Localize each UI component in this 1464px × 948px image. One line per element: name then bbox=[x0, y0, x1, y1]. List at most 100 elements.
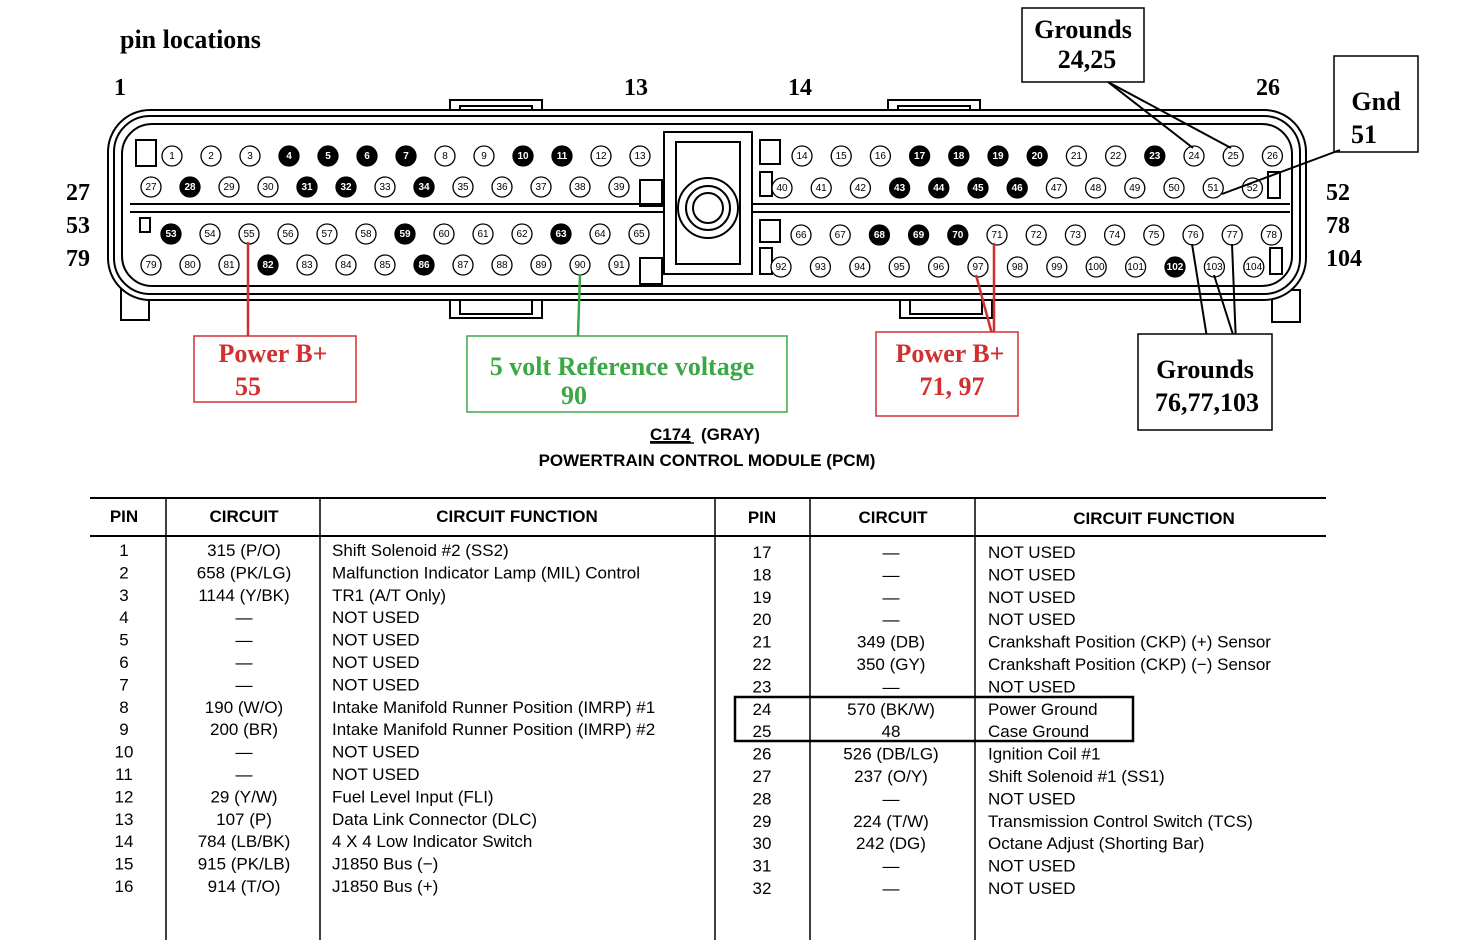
table-cell-circuit: — bbox=[236, 653, 253, 672]
pin-77: 77 bbox=[1221, 224, 1243, 246]
pin-16: 16 bbox=[869, 145, 892, 167]
table-cell-pin: 9 bbox=[119, 720, 128, 739]
corner-number-27: 27 bbox=[66, 180, 90, 206]
pin-4-label: 4 bbox=[286, 151, 292, 162]
pin-82-label: 82 bbox=[262, 260, 274, 271]
pin-56: 56 bbox=[277, 223, 299, 245]
pin-26-label: 26 bbox=[1267, 151, 1279, 162]
pin-24-circle bbox=[1183, 145, 1205, 167]
table-cell-function: J1850 Bus (+) bbox=[332, 877, 438, 896]
pin-43: 43 bbox=[888, 177, 911, 199]
pin-35-circle bbox=[452, 176, 474, 198]
pin-52-label: 52 bbox=[1247, 183, 1259, 194]
connector-caption: C174 (GRAY) POWERTRAIN CONTROL MODULE (P… bbox=[539, 425, 876, 470]
pin-13-label: 13 bbox=[634, 151, 646, 162]
pin-91-label: 91 bbox=[613, 260, 625, 271]
table-cell-function: Shift Solenoid #1 (SS1) bbox=[988, 767, 1165, 786]
pin-15-circle bbox=[830, 145, 852, 167]
pin-84-circle bbox=[335, 254, 357, 276]
pin-73-circle bbox=[1064, 224, 1087, 246]
pin-88-circle bbox=[491, 254, 513, 276]
pin-71: 71 bbox=[986, 224, 1008, 246]
table-cell-pin: 5 bbox=[119, 631, 128, 650]
pin-30-label: 30 bbox=[262, 182, 274, 193]
pin-95-circle bbox=[888, 256, 910, 278]
pin-19: 19 bbox=[987, 145, 1009, 167]
pin-46: 46 bbox=[1006, 177, 1028, 199]
pin-75-label: 75 bbox=[1148, 230, 1160, 241]
table-cell-circuit: — bbox=[883, 789, 900, 808]
pin-93-circle bbox=[809, 256, 832, 278]
table-cell-circuit: 526 (DB/LG) bbox=[843, 745, 938, 764]
pin-62-circle bbox=[511, 223, 533, 245]
pin-31-label: 31 bbox=[301, 182, 313, 193]
pin-26-circle bbox=[1261, 145, 1284, 167]
table-cell-pin: 14 bbox=[115, 832, 134, 851]
callout-gnd-51: Gnd 51 bbox=[1221, 55, 1419, 195]
pin-61-label: 61 bbox=[477, 229, 489, 240]
pin-94-label: 94 bbox=[854, 262, 866, 273]
table-cell-circuit: — bbox=[883, 565, 900, 584]
table-cell-pin: 20 bbox=[753, 610, 772, 629]
pin-8-label: 8 bbox=[442, 151, 448, 162]
pin-72: 72 bbox=[1025, 224, 1047, 246]
pin-41-label: 41 bbox=[816, 183, 828, 194]
pin-103: 103 bbox=[1203, 256, 1226, 278]
callout-power-55-line1: Power B+ bbox=[219, 339, 328, 368]
pin-23-circle bbox=[1144, 145, 1166, 167]
table-cell-circuit: 48 bbox=[882, 722, 901, 741]
pin-42-label: 42 bbox=[855, 183, 867, 194]
table-cell-function: NOT USED bbox=[332, 743, 420, 762]
pin-20-circle bbox=[1026, 145, 1048, 167]
pin-93: 93 bbox=[809, 256, 832, 278]
pin-1-label: 1 bbox=[169, 151, 175, 162]
table-cell-circuit: 224 (T/W) bbox=[853, 812, 929, 831]
pin-21-circle bbox=[1065, 145, 1088, 167]
pin-6-circle bbox=[356, 145, 378, 167]
table-cell-pin: 18 bbox=[753, 565, 772, 584]
pin-84: 84 bbox=[335, 254, 357, 276]
table-cell-function: NOT USED bbox=[332, 631, 420, 650]
pin-57-circle bbox=[316, 223, 338, 245]
pin-94-circle bbox=[849, 256, 871, 278]
callout-grounds-76-77-103: Grounds 76,77,103 bbox=[1137, 243, 1273, 431]
pin-63-label: 63 bbox=[555, 229, 567, 240]
pin-20: 20 bbox=[1026, 145, 1048, 167]
pin-91-circle bbox=[608, 254, 630, 276]
pin-86: 86 bbox=[413, 254, 435, 276]
table-cell-function: NOT USED bbox=[988, 565, 1076, 584]
pin-70-circle bbox=[947, 224, 969, 246]
pin-3: 3 bbox=[239, 145, 261, 167]
pin-53: 53 bbox=[160, 223, 182, 245]
pin-55-label: 55 bbox=[243, 229, 255, 240]
pin-75-circle bbox=[1143, 224, 1165, 246]
pin-49: 49 bbox=[1124, 177, 1146, 199]
pin-97-circle bbox=[967, 256, 989, 278]
pin-80-label: 80 bbox=[184, 260, 196, 271]
pin-21-label: 21 bbox=[1071, 151, 1083, 162]
table-cell-pin: 19 bbox=[753, 588, 772, 607]
pin-63: 63 bbox=[550, 223, 572, 245]
pin-21: 21 bbox=[1065, 145, 1088, 167]
pin-22: 22 bbox=[1104, 145, 1127, 167]
table-cell-pin: 32 bbox=[753, 879, 772, 898]
pin-33-label: 33 bbox=[379, 182, 391, 193]
table-cell-function: Transmission Control Switch (TCS) bbox=[988, 812, 1253, 831]
pin-2-circle bbox=[200, 145, 222, 167]
table-cell-pin: 13 bbox=[115, 810, 134, 829]
callout-power-55: Power B+ 55 bbox=[193, 242, 357, 403]
pin-31: 31 bbox=[296, 176, 318, 198]
table-cell-function: NOT USED bbox=[332, 653, 420, 672]
corner-number-53: 53 bbox=[66, 213, 90, 239]
pin-69: 69 bbox=[907, 224, 930, 246]
pin-39-label: 39 bbox=[613, 182, 625, 193]
callout-ref-90-line2: 90 bbox=[561, 381, 587, 410]
pin-4-circle bbox=[278, 145, 300, 167]
pin-92-label: 92 bbox=[775, 262, 787, 273]
pin-41-circle bbox=[810, 177, 832, 199]
pin-75: 75 bbox=[1143, 224, 1165, 246]
table-cell-function: NOT USED bbox=[332, 765, 420, 784]
callout-gnd-51-line2: 51 bbox=[1351, 120, 1377, 149]
table-cell-pin: 17 bbox=[753, 543, 772, 562]
